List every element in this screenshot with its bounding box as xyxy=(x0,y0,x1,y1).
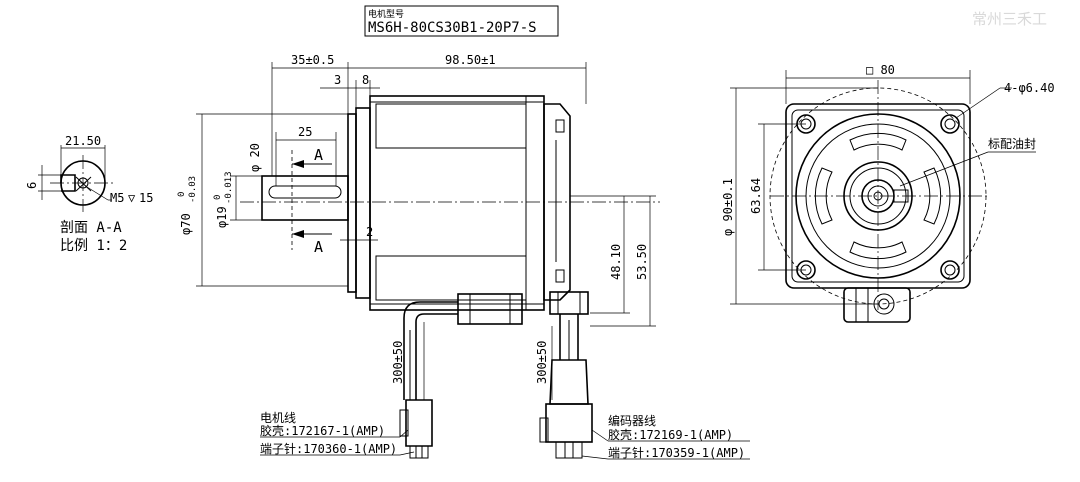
title-block: 电机型号 MS6H-80CS30B1-20P7-S xyxy=(364,5,559,37)
dim-shaft-length: 35±0.5 xyxy=(291,53,334,67)
motor-cable-housing: 胶壳:172167-1(AMP) xyxy=(260,423,385,438)
key-end xyxy=(893,189,909,203)
body-rib-top xyxy=(375,103,527,149)
encoder-cable-name: 编码器线 xyxy=(608,413,656,428)
keyway-cut xyxy=(60,174,76,192)
motor-cable-outer xyxy=(403,301,458,400)
dim-flange-dia: φ70 xyxy=(179,213,193,235)
arc-slot xyxy=(849,132,907,151)
shaft-tol-upper: 0 xyxy=(213,195,223,200)
dim-body-length: 98.50±1 xyxy=(445,53,496,67)
encoder-plug-body xyxy=(545,403,593,443)
thread-spec: M5 xyxy=(110,191,124,205)
shaft-tol-lower: -0.013 xyxy=(224,171,234,204)
thread-depth-symbol: ▽ xyxy=(128,191,136,205)
section-height-dim: 6 xyxy=(25,182,39,189)
motor-connector-gland xyxy=(457,293,523,325)
motor-plug xyxy=(405,399,433,447)
dim-8: 8 xyxy=(362,73,369,87)
cable-length-encoder: 300±50 xyxy=(535,341,549,384)
watermark: 常州三禾工 xyxy=(972,10,1047,28)
flange-tol-lower: -0.03 xyxy=(188,176,198,203)
hatch-2 xyxy=(75,176,92,192)
motor-cable-name: 电机线 xyxy=(260,411,296,425)
dim-square: □ 80 xyxy=(866,63,895,77)
title-box xyxy=(364,5,559,37)
encoder-connector-gland xyxy=(549,291,589,315)
section-mark-bottom: A xyxy=(314,238,323,256)
section-mark-top: A xyxy=(314,146,323,164)
motor-cable-terminal: 端子针:170360-1(AMP) xyxy=(260,441,397,456)
flange-tol-upper: 0 xyxy=(177,192,187,197)
dim-key-dia: φ 20 xyxy=(248,143,262,172)
encoder-cable-terminal: 端子针:170359-1(AMP) xyxy=(608,445,745,460)
mounting-hole xyxy=(940,260,960,280)
keyway xyxy=(268,185,342,199)
oil-seal-label: 标配油封 xyxy=(988,137,1036,151)
encoder-plug xyxy=(549,359,589,405)
rear-cap xyxy=(543,103,571,301)
title-caption: 电机型号 xyxy=(368,8,404,20)
section-width-dim: 21.50 xyxy=(65,134,101,148)
cable-length-motor: 300±50 xyxy=(391,341,405,384)
flange xyxy=(355,107,371,299)
arc-slot xyxy=(923,167,942,225)
arc-slot xyxy=(849,241,907,260)
front-connector xyxy=(843,287,911,323)
section-view: 21.50 6 M5 ▽ 15 剖面 A-A 比例 1：2 xyxy=(25,134,153,254)
dim-63-64: 63.64 xyxy=(749,178,763,214)
dim-key-length: 25 xyxy=(298,125,312,139)
dim-pcd: φ 90±0.1 xyxy=(721,178,735,236)
dim-mounting-holes: 4-φ6.40 xyxy=(1004,81,1055,95)
mounting-hole xyxy=(940,114,960,134)
front-view: □ 80 4-φ6.40 标配油封 φ 90±0.1 63.64 xyxy=(721,63,1055,323)
section-scale: 比例 1：2 xyxy=(60,238,127,254)
motor-cable-inner xyxy=(415,313,458,400)
motor-model: MS6H-80CS30B1-20P7-S xyxy=(368,20,537,36)
section-title: 剖面 A-A xyxy=(60,220,122,236)
flange-front xyxy=(347,113,357,293)
thread-depth: 15 xyxy=(139,191,153,205)
dim-2: 2 xyxy=(366,225,373,239)
side-view: 35±0.5 98.50±1 3 8 25 φ 20 A A 2 φ70 0 xyxy=(177,53,750,460)
pilot-boss xyxy=(843,161,913,231)
arc-slot xyxy=(814,167,833,225)
dim-48-10: 48.10 xyxy=(609,244,623,280)
dim-3: 3 xyxy=(334,73,341,87)
dim-shaft-dia: φ19 xyxy=(215,206,229,228)
dim-53-50: 53.50 xyxy=(635,244,649,280)
motor-body xyxy=(369,95,545,311)
body-outline xyxy=(795,113,961,279)
encoder-cable-housing: 胶壳:172169-1(AMP) xyxy=(608,427,733,442)
